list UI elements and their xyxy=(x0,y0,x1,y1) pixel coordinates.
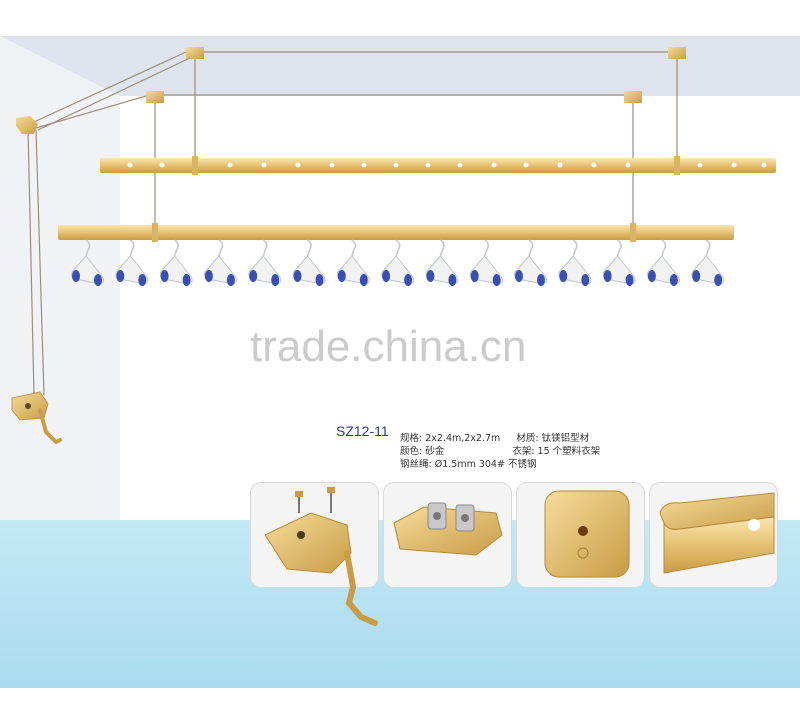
clothes-hanger xyxy=(159,239,193,286)
color-value: 砂金 xyxy=(425,446,445,457)
clothes-hanger xyxy=(292,239,326,286)
wall-bracket xyxy=(16,116,38,134)
rod-clamp xyxy=(192,156,198,175)
clothes-hanger xyxy=(469,239,503,286)
color-label: 颜色: xyxy=(400,446,423,457)
clothes-hanger xyxy=(336,239,370,286)
detail-pulley xyxy=(384,483,511,587)
detail-profile xyxy=(650,483,777,587)
model-number: SZ12-11 xyxy=(336,423,389,439)
clothes-hanger xyxy=(71,239,105,286)
hanger-value: 15 个塑料衣架 xyxy=(537,446,601,457)
steel-wires xyxy=(27,51,678,396)
crank-detail-image xyxy=(264,487,378,626)
clothes-hanger xyxy=(381,239,415,286)
material-label: 材质: xyxy=(516,433,539,444)
endcap-detail-image xyxy=(544,490,630,578)
profile-detail-image xyxy=(659,492,775,574)
spec-value: 2x2.4m,2x2.7m xyxy=(425,433,501,444)
wire-label: 钢丝绳: xyxy=(400,459,432,470)
pulley-block xyxy=(668,47,686,59)
hand-crank xyxy=(11,391,62,445)
clothes-hanger xyxy=(425,239,459,286)
hanger-label: 衣架: xyxy=(512,446,535,457)
detail-endcap xyxy=(517,483,644,587)
pulley-block xyxy=(186,47,204,59)
clothes-hanger xyxy=(204,239,237,286)
clothes-hanger xyxy=(115,239,149,286)
clothes-hanger xyxy=(248,239,282,286)
upper-rod xyxy=(100,158,776,173)
pulley-block xyxy=(624,91,642,103)
clothes-hanger xyxy=(514,239,548,286)
pulley-block xyxy=(146,91,164,103)
detail-crank xyxy=(251,483,378,626)
hanger-row xyxy=(71,239,725,286)
lower-rod xyxy=(58,225,734,240)
spec-label: 规格: xyxy=(400,433,423,444)
rod-holes xyxy=(127,162,767,168)
clothes-hanger xyxy=(602,239,636,286)
rod-clamp xyxy=(674,156,680,175)
spec-block: 规格: 2x2.4m,2x2.7m 材质: 钛镁铝型材 颜色: 砂金 衣架: 1… xyxy=(400,432,600,471)
ceiling-shade xyxy=(0,36,800,96)
rod-clamp xyxy=(152,223,158,242)
clothes-hanger xyxy=(691,239,725,286)
rod-clamp xyxy=(630,223,636,242)
bottom-margin xyxy=(0,688,800,724)
watermark: trade.china.cn xyxy=(250,322,527,371)
clothes-hanger xyxy=(558,239,592,286)
material-value: 钛镁铝型材 xyxy=(541,433,590,444)
wire-value: Ø1.5mm 304# 不锈钢 xyxy=(434,459,537,470)
clothes-hanger xyxy=(647,239,680,286)
pulley-detail-image xyxy=(393,502,503,556)
